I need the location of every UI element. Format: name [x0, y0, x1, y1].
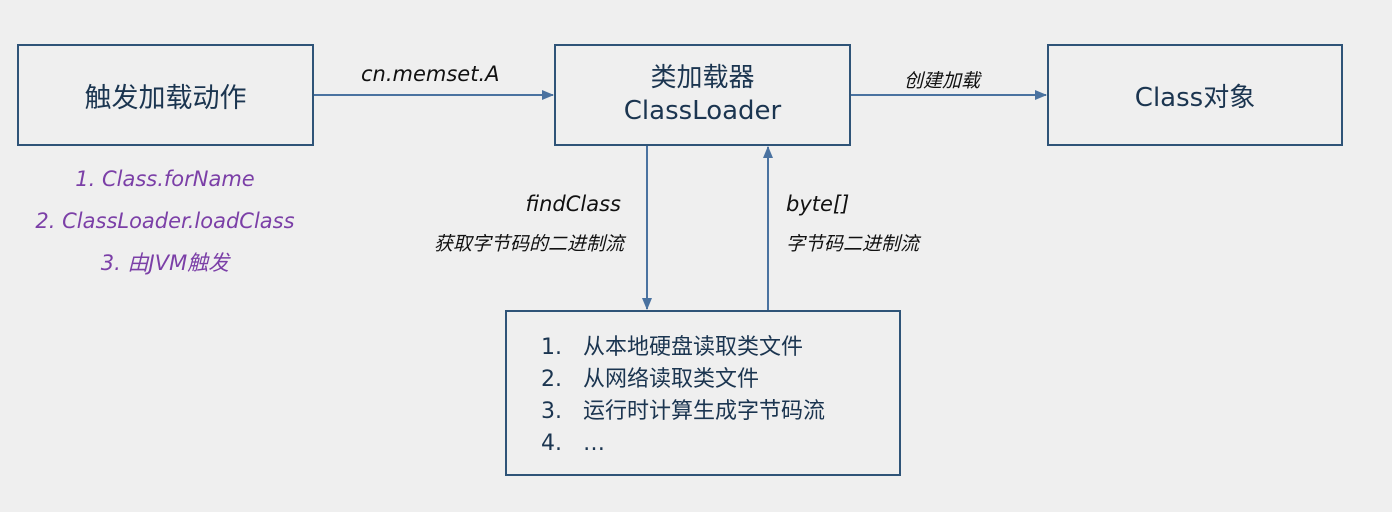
source-item-text: 从网络读取类文件: [583, 367, 760, 392]
edge-label-byte-array-desc: 字节码二进制流: [786, 233, 920, 255]
trigger-method-item: 2. ClassLoader.loadClass: [35, 209, 295, 233]
class-loader-box: 类加载器 ClassLoader: [554, 44, 851, 146]
source-item-number: 3.: [541, 399, 562, 424]
trigger-method-item: 3. 由JVM触发: [100, 251, 230, 275]
source-item-text: 从本地硬盘读取类文件: [583, 335, 804, 360]
source-item: 4. …: [541, 428, 899, 460]
source-item-text: 运行时计算生成字节码流: [583, 399, 826, 424]
source-item-number: 1.: [541, 335, 562, 360]
class-object-box: Class对象: [1047, 44, 1343, 146]
source-item-text: …: [583, 431, 605, 456]
source-item: 1. 从本地硬盘读取类文件: [541, 332, 899, 364]
edge-label-class-name: cn.memset.A: [361, 62, 500, 86]
source-item-number: 2.: [541, 367, 562, 392]
source-item: 2. 从网络读取类文件: [541, 364, 899, 396]
class-object-label: Class对象: [1134, 82, 1256, 113]
edge-label-find-class: findClass: [525, 192, 621, 216]
trigger-methods-list: 1. Class.forName 2. ClassLoader.loadClas…: [0, 158, 330, 284]
source-item-number: 4.: [541, 431, 562, 456]
class-loader-label-en: ClassLoader: [623, 96, 782, 126]
edge-label-create-load: 创建加载: [904, 70, 981, 92]
bytecode-sources-box: 1. 从本地硬盘读取类文件 2. 从网络读取类文件 3. 运行时计算生成字节码流 4.…: [505, 310, 901, 476]
trigger-load-action-box: 触发加载动作: [17, 44, 314, 146]
trigger-method-item: 1. Class.forName: [75, 167, 255, 191]
class-loader-label-cn: 类加载器: [650, 62, 755, 93]
source-item: 3. 运行时计算生成字节码流: [541, 396, 899, 428]
trigger-load-action-label: 触发加载动作: [84, 82, 247, 114]
edge-label-byte-array: byte[]: [786, 192, 850, 216]
edge-label-find-class-desc: 获取字节码的二进制流: [433, 233, 624, 255]
